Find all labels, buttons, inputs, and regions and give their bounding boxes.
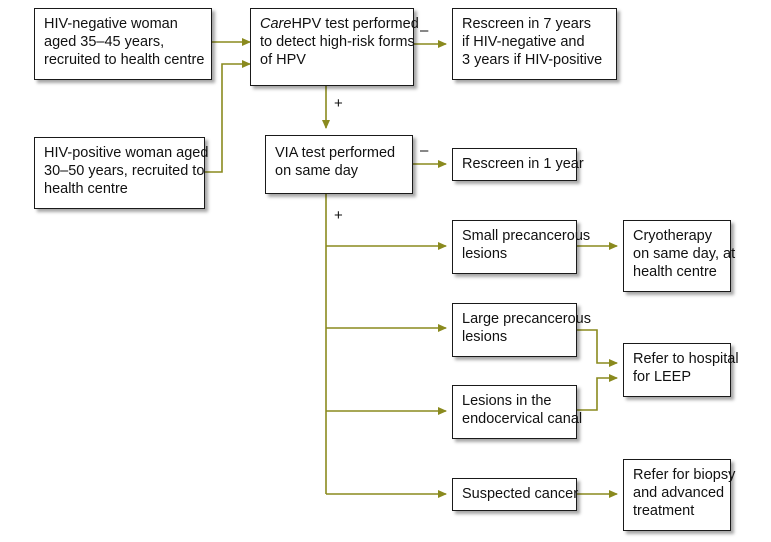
large-line-2: lesions xyxy=(462,329,508,345)
box-cryotherapy: Cryotherapy on same day, at health centr… xyxy=(623,220,736,292)
sign-via-negative: – xyxy=(420,142,429,159)
endocervical-line-2: endocervical canal xyxy=(462,411,583,427)
via-line-1: VIA test performed xyxy=(275,145,396,161)
box-hiv-positive-woman: HIV-positive woman aged 30–50 years, rec… xyxy=(34,137,209,209)
biopsy-line-1: Refer for biopsy xyxy=(633,467,736,483)
via-line-2: on same day xyxy=(275,163,359,179)
hivneg-line-2: aged 35–45 years, xyxy=(44,34,165,50)
carehpv-brand-rest: HPV test performed xyxy=(291,16,419,32)
hivpos-line-1: HIV-positive woman aged xyxy=(44,145,209,161)
cryo-line-3: health centre xyxy=(633,264,717,280)
small-line-1: Small precancerous xyxy=(462,228,591,244)
box-rescreen-7-years: Rescreen in 7 years if HIV-negative and … xyxy=(452,8,617,80)
cryo-line-1: Cryotherapy xyxy=(633,228,712,244)
cryo-line-2: on same day, at xyxy=(633,246,736,262)
biopsy-line-2: and advanced xyxy=(633,485,725,501)
rescreen7-line-3: 3 years if HIV-positive xyxy=(462,52,603,68)
box-carehpv-test: CareHPV test performed to detect high-ri… xyxy=(250,8,419,86)
box-via-test: VIA test performed on same day xyxy=(265,135,413,194)
endocervical-line-1: Lesions in the xyxy=(462,393,552,409)
leep-line-2: for LEEP xyxy=(633,369,692,385)
hivpos-line-3: health centre xyxy=(44,181,128,197)
carehpv-brand-italic: Care xyxy=(260,16,292,32)
rescreen7-line-2: if HIV-negative and xyxy=(462,34,585,50)
box-refer-to-hospital-leep: Refer to hospital for LEEP xyxy=(623,343,739,397)
carehpv-line-3: of HPV xyxy=(260,52,306,68)
carehpv-line-1: CareHPV test performed xyxy=(260,15,419,33)
arrow-large-to-leep xyxy=(577,329,618,367)
box-refer-for-biopsy: Refer for biopsy and advanced treatment xyxy=(623,459,736,531)
sign-via-positive: + xyxy=(334,207,343,224)
box-suspected-cancer: Suspected cancer xyxy=(452,478,579,511)
rescreen1-line-1: Rescreen in 1 year xyxy=(462,156,584,172)
hivneg-line-1: HIV-negative woman xyxy=(44,16,178,32)
arrow-endocervical-to-leep xyxy=(577,374,618,411)
large-line-1: Large precancerous xyxy=(462,311,591,327)
sign-hpv-negative: – xyxy=(420,22,429,39)
biopsy-line-3: treatment xyxy=(633,503,695,519)
box-large-precancerous-lesions: Large precancerous lesions xyxy=(452,303,591,357)
rescreen7-line-1: Rescreen in 7 years xyxy=(462,16,591,32)
hivpos-line-2: 30–50 years, recruited to xyxy=(44,163,205,179)
box-small-precancerous-lesions: Small precancerous lesions xyxy=(452,220,591,274)
cancer-line-1: Suspected cancer xyxy=(462,486,579,502)
sign-hpv-positive: + xyxy=(334,95,343,112)
box-lesions-endocervical-canal: Lesions in the endocervical canal xyxy=(452,385,583,439)
hivneg-line-3: recruited to health centre xyxy=(44,52,205,68)
small-line-2: lesions xyxy=(462,246,508,262)
carehpv-line-2: to detect high-risk forms xyxy=(260,34,415,50)
leep-line-1: Refer to hospital xyxy=(633,351,739,367)
box-hiv-negative-woman: HIV-negative woman aged 35–45 years, rec… xyxy=(34,8,212,80)
box-rescreen-1-year: Rescreen in 1 year xyxy=(452,148,584,181)
arrow-hivpos-to-carehpv xyxy=(205,60,251,173)
